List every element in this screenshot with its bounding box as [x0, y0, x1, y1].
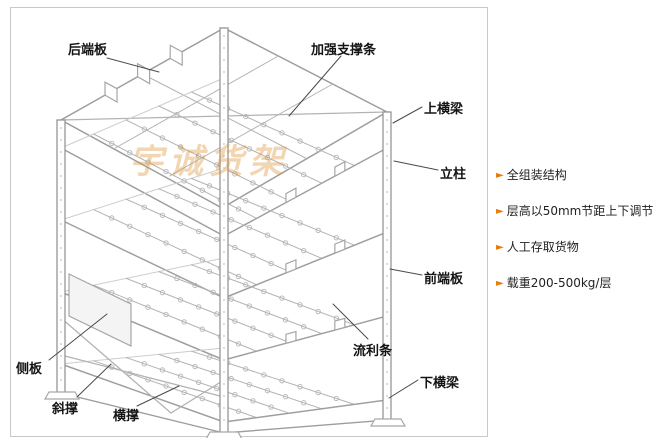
label-diagonal-brace: 斜撑: [52, 402, 79, 417]
feature-item: ►人工存取货物: [496, 238, 653, 255]
label-lower-beam: 下横梁: [420, 376, 460, 391]
feature-text: 载重200-500kg/层: [506, 276, 612, 290]
label-side-plate: 侧板: [16, 362, 43, 377]
label-reinforce-strip: 加强支撑条: [311, 43, 377, 58]
diagram-panel: 宇诚货架 后端板 加强支撑条 上横梁 立柱 前端板 流利条 下横梁 侧板 斜撑 …: [10, 7, 488, 438]
arrow-bullet-icon: ►: [496, 170, 504, 181]
feature-list: ►全组装结构 ►层高以50mm节距上下调节 ►人工存取货物 ►载重200-500…: [496, 166, 653, 310]
feature-text: 全组装结构: [506, 168, 567, 182]
feature-text: 层高以50mm节距上下调节: [506, 204, 654, 218]
arrow-bullet-icon: ►: [496, 278, 504, 289]
feature-item: ►全组装结构: [496, 166, 653, 183]
feature-text: 人工存取货物: [506, 240, 579, 254]
feature-item: ►层高以50mm节距上下调节: [496, 202, 653, 219]
arrow-bullet-icon: ►: [496, 242, 504, 253]
label-rear-end-plate: 后端板: [68, 43, 108, 58]
label-flow-rail: 流利条: [353, 344, 393, 359]
label-horizontal-brace: 横撑: [113, 409, 140, 424]
label-upright-column: 立柱: [440, 167, 467, 182]
arrow-bullet-icon: ►: [496, 206, 504, 217]
label-front-end-plate: 前端板: [424, 272, 464, 287]
label-upper-beam: 上横梁: [424, 102, 464, 117]
rack-drawing: [43, 27, 439, 438]
feature-item: ►载重200-500kg/层: [496, 274, 653, 291]
